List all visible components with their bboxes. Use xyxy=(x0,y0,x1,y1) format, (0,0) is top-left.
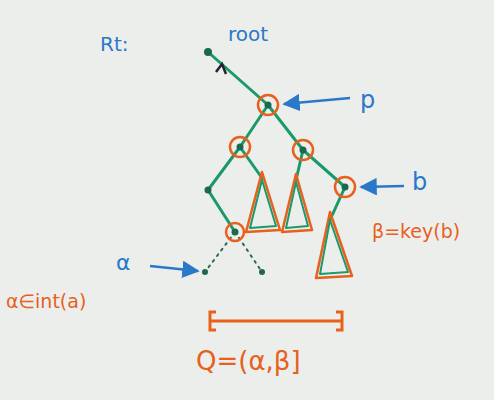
key-note: β=key(b) xyxy=(372,222,460,241)
pointer-label: b xyxy=(412,170,427,194)
condition-note: α∈int(a) xyxy=(6,292,86,311)
pointer-label: α xyxy=(116,252,131,274)
pointer-label: p xyxy=(360,88,375,112)
figure-label: Rt: xyxy=(100,34,128,54)
query-interval: Q=(α,β] xyxy=(196,348,301,374)
root-label: root xyxy=(228,24,268,44)
